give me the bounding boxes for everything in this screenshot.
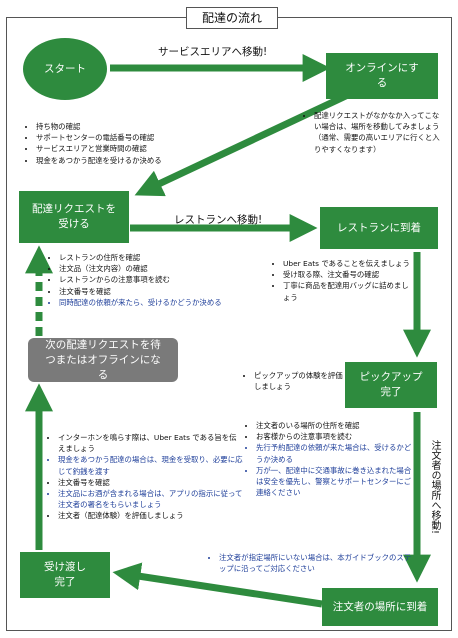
note-receive: レストランの住所を確認注文品（注文内容）の確認レストランからの注意事項を読む注文… xyxy=(48,252,246,308)
note-pickup-eval-list: ピックアップの体験を評価しましょう xyxy=(243,370,343,392)
note-delivered-list: インターホンを鳴らす際は、Uber Eats である旨を伝えましょう現金をあつか… xyxy=(47,432,243,522)
note-item: 持ち物の確認 xyxy=(36,121,195,132)
page-title: 配達の流れ xyxy=(186,7,278,29)
note-pickup: 注文者のいる場所の住所を確認お客様からの注意事項を読む先行予約配達の依頼が来た場… xyxy=(245,420,415,498)
note-online: 配達リクエストがなかなか入ってこない場合は、場所を移動してみましょう（通常、需要… xyxy=(303,110,443,155)
note-pickup-eval: ピックアップの体験を評価しましょう xyxy=(243,370,343,392)
label-to-restaurant: レストランへ移動! xyxy=(174,214,263,226)
note-receive-list: レストランの住所を確認注文品（注文内容）の確認レストランからの注意事項を読む注文… xyxy=(48,252,246,308)
node-arrive-restaurant: レストランに到着 xyxy=(320,207,438,249)
note-customer-list: 注文者が指定場所にいない場合は、本ガイドブックのステップに沿ってご対応ください xyxy=(208,552,412,574)
arrow-customer-delivered xyxy=(112,562,323,608)
note-item: レストランの住所を確認 xyxy=(59,252,246,263)
node-pickup-done-label: ピックアップ完了 xyxy=(359,371,423,398)
node-start-label: スタート xyxy=(44,62,86,75)
note-item: 現金をあつかう配達を受けるか決める xyxy=(36,155,195,166)
node-arrive-restaurant-label: レストランに到着 xyxy=(337,221,421,234)
note-item: 注文者のいる場所の住所を確認 xyxy=(256,420,415,431)
label-to-customer: 注文者の場所へ移動! xyxy=(429,440,440,535)
node-pickup-done: ピックアップ完了 xyxy=(345,362,437,408)
note-item: 同時配達の依頼が来たら、受けるかどうか決める xyxy=(59,297,246,308)
label-to-area: サービスエリアへ移動! xyxy=(158,46,268,58)
node-delivered: 受け渡し完了 xyxy=(20,552,110,598)
note-item: 現金をあつかう配達の場合は、現金を受取り、必要に応じて釣銭を渡す xyxy=(58,454,243,476)
note-item: Uber Eats であることを伝えましょう xyxy=(283,258,410,269)
note-item: ピックアップの体験を評価しましょう xyxy=(254,370,343,392)
node-online-label: オンラインにする xyxy=(345,62,419,89)
node-receive: 配達リクエストを受ける xyxy=(19,191,129,243)
note-item: 丁寧に商品を配達用バッグに詰めましょう xyxy=(283,280,410,302)
node-wait-label: 次の配達リクエストを待つまたはオフラインになる xyxy=(45,338,161,381)
note-restaurant-list: Uber Eats であることを伝えましょう受け取る際、注文番号の確認丁寧に商品… xyxy=(272,258,410,303)
note-item: サービスエリアと営業時間の確認 xyxy=(36,143,195,154)
note-start: 持ち物の確認サポートセンターの電話番号の確認サービスエリアと営業時間の確認現金を… xyxy=(25,121,195,166)
note-item: 注文品（注文内容）の確認 xyxy=(59,263,246,274)
note-item: レストランからの注意事項を読む xyxy=(59,274,246,285)
arrow-online-receive xyxy=(134,90,352,197)
note-item: 注文者が指定場所にいない場合は、本ガイドブックのステップに沿ってご対応ください xyxy=(219,552,412,574)
node-receive-label: 配達リクエストを受ける xyxy=(32,203,116,230)
node-wait: 次の配達リクエストを待つまたはオフラインになる xyxy=(28,338,178,382)
note-item: 注文番号を確認 xyxy=(58,477,243,488)
note-online-list: 配達リクエストがなかなか入ってこない場合は、場所を移動してみましょう（通常、需要… xyxy=(303,110,443,155)
note-restaurant: Uber Eats であることを伝えましょう受け取る際、注文番号の確認丁寧に商品… xyxy=(272,258,410,303)
node-arrive-customer: 注文者の場所に到着 xyxy=(322,588,438,626)
note-item: 配達リクエストがなかなか入ってこない場合は、場所を移動してみましょう（通常、需要… xyxy=(314,110,443,155)
note-item: 注文番号を確認 xyxy=(59,286,246,297)
note-delivered: インターホンを鳴らす際は、Uber Eats である旨を伝えましょう現金をあつか… xyxy=(47,432,243,522)
note-item: 注文者（配達体験）を評価しましょう xyxy=(58,510,243,521)
node-arrive-customer-label: 注文者の場所に到着 xyxy=(332,600,428,613)
note-item: 先行予約配達の依頼が来た場合は、受けるかどうか決める xyxy=(256,442,415,464)
node-start: スタート xyxy=(23,38,107,100)
note-item: 注文品にお酒が含まれる場合は、アプリの指示に従って注文者の署名をもらいましょう xyxy=(58,488,243,510)
note-item: 受け取る際、注文番号の確認 xyxy=(283,269,410,280)
note-item: インターホンを鳴らす際は、Uber Eats である旨を伝えましょう xyxy=(58,432,243,454)
note-item: お客様からの注意事項を読む xyxy=(256,431,415,442)
node-delivered-label: 受け渡し完了 xyxy=(44,561,86,588)
note-item: 万が一、配達中に交通事故に巻き込まれた場合は安全を優先し、警察とサポートセンター… xyxy=(256,465,415,499)
note-pickup-list: 注文者のいる場所の住所を確認お客様からの注意事項を読む先行予約配達の依頼が来た場… xyxy=(245,420,415,498)
note-start-list: 持ち物の確認サポートセンターの電話番号の確認サービスエリアと営業時間の確認現金を… xyxy=(25,121,195,166)
note-customer: 注文者が指定場所にいない場合は、本ガイドブックのステップに沿ってご対応ください xyxy=(208,552,412,574)
note-item: サポートセンターの電話番号の確認 xyxy=(36,132,195,143)
node-online: オンラインにする xyxy=(326,53,438,99)
